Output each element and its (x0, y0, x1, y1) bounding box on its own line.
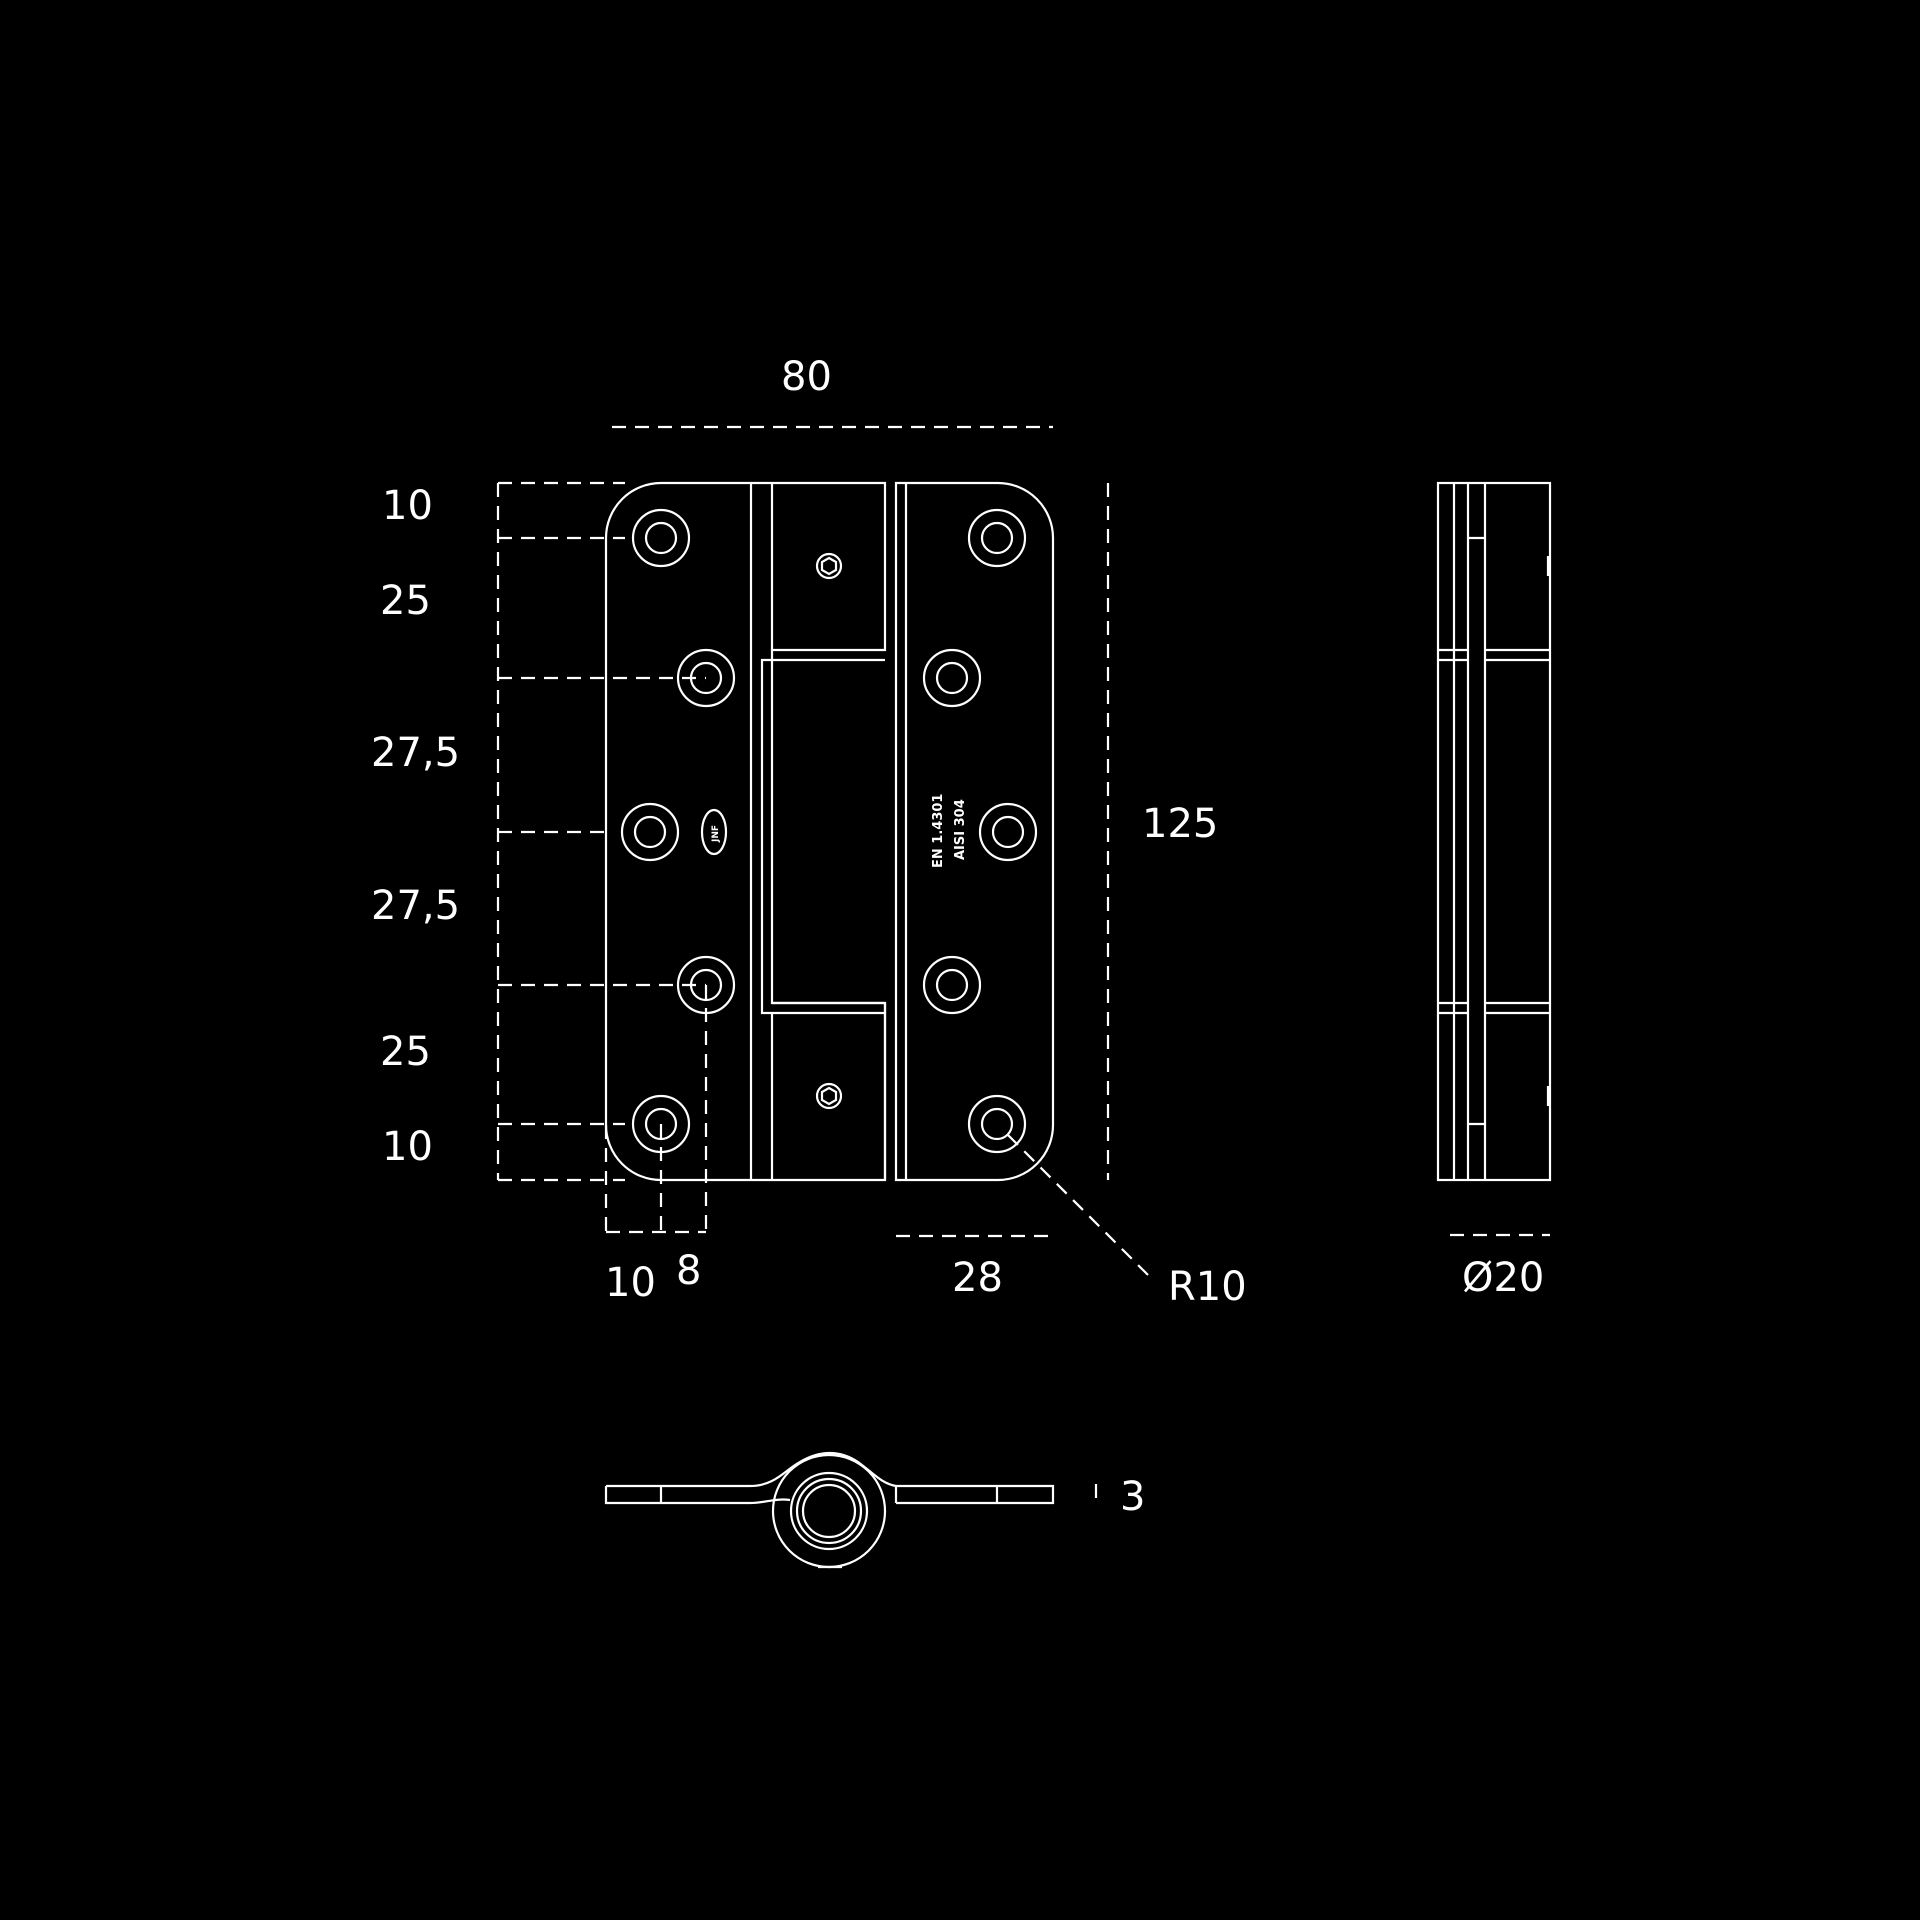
dim-spacing-2: 25 (380, 578, 431, 624)
dim-corner-radius: R10 (1168, 1264, 1247, 1310)
screw-hole-inner (980, 521, 1014, 555)
screw-hole (922, 648, 982, 708)
hex-screw-top (815, 552, 843, 580)
screw-hole-inner (633, 815, 667, 849)
screw-hole (978, 802, 1038, 862)
hex-screw-bottom (815, 1082, 843, 1110)
front-dimension-lines (496, 425, 1149, 1276)
dim-thickness-3: 3 (1120, 1474, 1145, 1520)
screw-hole (922, 955, 982, 1015)
dim-knuckle-diameter: Ø20 (1462, 1255, 1544, 1301)
left-leaf-inner-step (760, 658, 885, 1015)
right-leaf-outline (894, 481, 1055, 1182)
dim-leaf-width-28: 28 (952, 1255, 1003, 1301)
stamp-line-2: AISI 304 (953, 799, 968, 860)
dim-spacing-4: 27,5 (371, 883, 460, 929)
screw-hole (676, 648, 736, 708)
screw-hole-inner (644, 1107, 678, 1141)
screw-hole-inner (935, 968, 969, 1002)
dim-spacing-5: 25 (380, 1029, 431, 1075)
dim-spacing-6: 10 (382, 1124, 433, 1170)
screw-hole (631, 508, 691, 568)
screw-hole (967, 508, 1027, 568)
stamp-line-1: EN 1.4301 (931, 794, 946, 868)
side-view (1436, 481, 1552, 1182)
screw-hole-inner (991, 815, 1025, 849)
dim-hole-offset-8: 8 (676, 1248, 701, 1294)
dim-spacing-3: 27,5 (371, 730, 460, 776)
left-leaf-outline (604, 481, 887, 1182)
dim-width-80: 80 (781, 354, 832, 400)
dim-edge-offset-10: 10 (605, 1260, 656, 1306)
right-screw-holes (922, 508, 1038, 1154)
dim-height-125: 125 (1142, 801, 1218, 847)
brand-logo: JNF (700, 808, 728, 856)
top-view (604, 1452, 1055, 1569)
screw-hole (967, 1094, 1027, 1154)
screw-hole (620, 802, 680, 862)
screw-hole-inner (980, 1107, 1014, 1141)
dim-spacing-1: 10 (382, 483, 433, 529)
logo-text: JNF (711, 825, 721, 843)
screw-hole-inner (644, 521, 678, 555)
screw-hole-inner (935, 661, 969, 695)
front-view: JNF EN 1.4301 AISI 304 (604, 481, 1055, 1182)
